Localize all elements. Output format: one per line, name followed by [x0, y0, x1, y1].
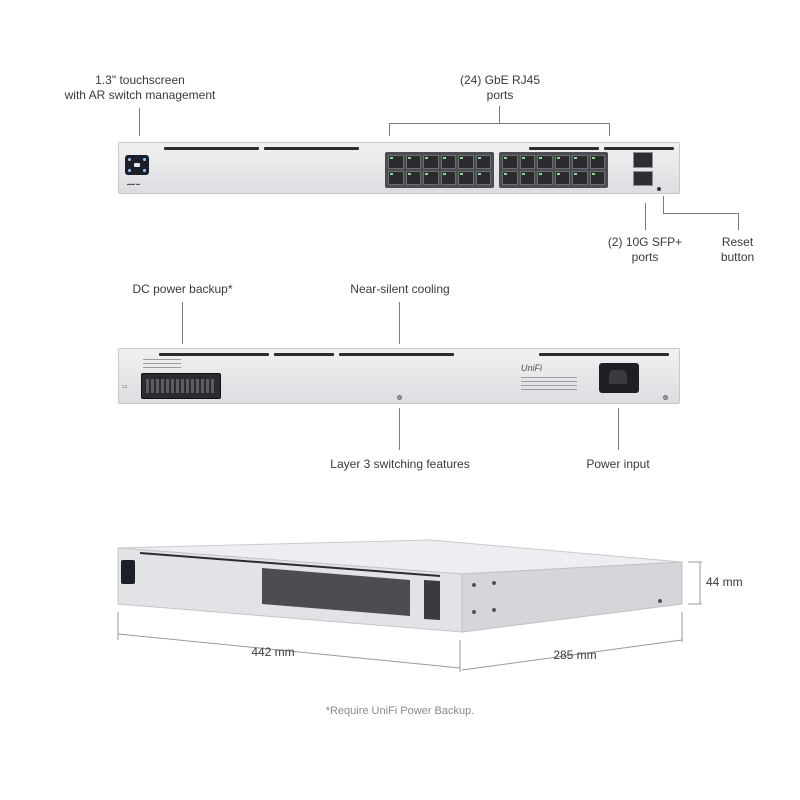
touchscreen-display[interactable]	[125, 155, 149, 175]
rj45-port[interactable]	[519, 171, 535, 185]
barcode-label	[143, 359, 181, 371]
sfp-port[interactable]	[633, 152, 653, 168]
rj45-port[interactable]	[519, 155, 535, 169]
depth-dimension-label: 285 mm	[553, 648, 597, 662]
rj45-port[interactable]	[572, 155, 588, 169]
cooling-leader-line	[399, 302, 400, 344]
gbe-ports-callout: (24) GbE RJ45 ports	[459, 73, 541, 102]
vent-slot	[264, 147, 359, 150]
rj45-port[interactable]	[537, 171, 553, 185]
touchscreen-leader-line	[139, 108, 140, 136]
sfp-leader-line	[645, 203, 646, 230]
width-dimension-label: 442 mm	[251, 645, 295, 659]
height-dimension-label: 44 mm	[706, 575, 743, 589]
vent-slot	[604, 147, 674, 150]
sfp-port-block	[633, 152, 653, 186]
rj45-port[interactable]	[554, 155, 570, 169]
vent-slot	[164, 147, 259, 150]
vent-slot	[159, 353, 269, 356]
rj45-port[interactable]	[423, 155, 439, 169]
rj45-port[interactable]	[405, 155, 421, 169]
rj45-port[interactable]	[502, 171, 518, 185]
reset-button[interactable]	[657, 187, 661, 191]
reset-leader-horizontal	[663, 213, 738, 214]
screw	[663, 395, 668, 400]
gbe-ports-bracket-bar	[389, 123, 610, 124]
rj45-port[interactable]	[440, 155, 456, 169]
vent-slot	[274, 353, 334, 356]
touchscreen-callout: 1.3" touchscreen with AR switch manageme…	[64, 73, 216, 102]
sfp-port[interactable]	[633, 170, 653, 186]
rj45-port[interactable]	[458, 155, 474, 169]
rj45-port[interactable]	[475, 171, 491, 185]
rj45-port[interactable]	[388, 155, 404, 169]
model-mark: ▬▬ ▬	[127, 181, 141, 186]
rj45-port[interactable]	[554, 171, 570, 185]
sfp-ports-callout: (2) 10G SFP+ ports	[607, 235, 683, 264]
reset-leader-drop	[738, 213, 739, 230]
power-input-leader-line	[618, 408, 619, 450]
rj45-port[interactable]	[589, 171, 605, 185]
regulatory-label	[521, 377, 577, 393]
rj45-port[interactable]	[440, 171, 456, 185]
screw	[397, 395, 402, 400]
footnote: *Require UniFi Power Backup.	[325, 705, 475, 717]
layer3-callout: Layer 3 switching features	[330, 457, 470, 471]
layer3-leader-line	[399, 408, 400, 450]
ac-power-socket[interactable]	[599, 363, 639, 393]
dc-port-mark: ▭	[122, 384, 128, 390]
power-input-callout: Power input	[586, 457, 650, 471]
dc-power-callout: DC power backup*	[132, 282, 233, 296]
unifi-logo: UniFi	[521, 363, 543, 373]
gbe-ports-bracket-stem	[499, 106, 500, 123]
cooling-callout: Near-silent cooling	[350, 282, 450, 296]
reset-leader-vertical	[663, 196, 664, 213]
front-panel: ▬▬ ▬	[118, 142, 680, 194]
gbe-ports-bracket-left	[389, 123, 390, 136]
reset-button-callout: Reset button	[720, 235, 755, 264]
rear-panel: ▭ UniFi	[118, 348, 680, 404]
dc-power-connector[interactable]	[141, 373, 221, 399]
vent-slot	[529, 147, 599, 150]
rj45-port[interactable]	[537, 155, 553, 169]
rj45-port-block-right	[499, 152, 608, 188]
vent-slot	[339, 353, 454, 356]
rj45-port[interactable]	[589, 155, 605, 169]
rj45-port[interactable]	[572, 171, 588, 185]
rj45-port[interactable]	[405, 171, 421, 185]
rj45-port[interactable]	[475, 155, 491, 169]
rj45-port[interactable]	[502, 155, 518, 169]
dc-power-leader-line	[182, 302, 183, 344]
vent-slot	[539, 353, 669, 356]
rj45-port[interactable]	[388, 171, 404, 185]
gbe-ports-bracket-right	[609, 123, 610, 136]
rj45-port-block-left	[385, 152, 494, 188]
rj45-port[interactable]	[423, 171, 439, 185]
rj45-port[interactable]	[458, 171, 474, 185]
